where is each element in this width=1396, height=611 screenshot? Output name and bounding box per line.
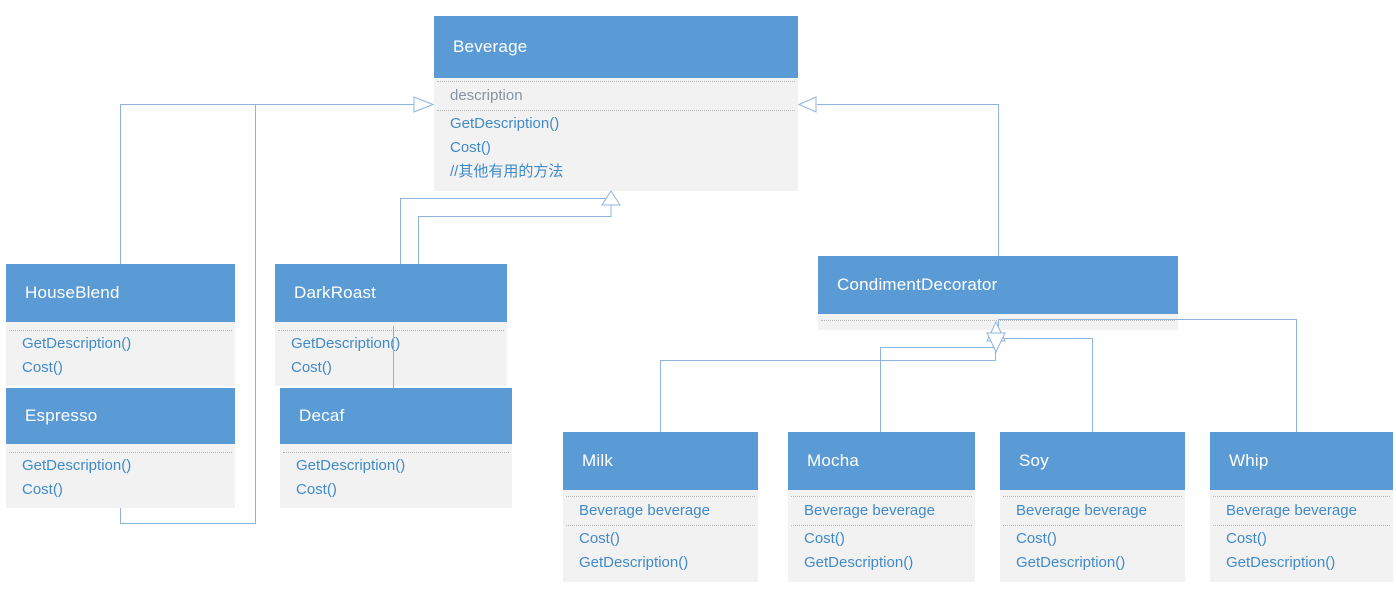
method-label: Cost() (291, 359, 332, 376)
class-body: GetDescription() Cost() (6, 444, 235, 508)
class-name-milk: Milk (563, 432, 758, 490)
class-box-espresso: Espresso GetDescription() Cost() (6, 388, 235, 508)
class-box-beverage: Beverage description GetDescription() Co… (434, 16, 798, 191)
class-name-soy: Soy (1000, 432, 1185, 490)
methods-section: Cost() GetDescription() (1213, 525, 1390, 576)
class-box-decaf: Decaf GetDescription() Cost() (280, 388, 512, 508)
class-box-soy: Soy Beverage beverage Cost() GetDescript… (1000, 432, 1185, 582)
method-label: GetDescription() (1226, 554, 1336, 571)
method-label: GetDescription() (450, 115, 560, 132)
methods-section: GetDescription() Cost() (278, 330, 504, 381)
class-body: Beverage beverage Cost() GetDescription(… (788, 490, 975, 582)
class-body: Beverage beverage Cost() GetDescription(… (1210, 490, 1393, 582)
method-label: Cost() (450, 139, 491, 156)
inheritance-arrowhead-beverage-bottom (601, 190, 621, 206)
method-label: GetDescription() (22, 457, 132, 474)
class-name-mocha: Mocha (788, 432, 975, 490)
class-body: GetDescription() Cost() (6, 322, 235, 386)
method-label: Cost() (1016, 530, 1057, 547)
attributes-section: Beverage beverage (1213, 496, 1390, 525)
class-body: Beverage beverage Cost() GetDescription(… (1000, 490, 1185, 582)
class-body: GetDescription() Cost() (275, 322, 507, 386)
class-body: description GetDescription() Cost() //其他… (434, 78, 798, 191)
class-box-darkroast: DarkRoast GetDescription() Cost() (275, 264, 507, 386)
connector-darkroast-beverage (400, 198, 612, 264)
inheritance-arrowhead-beverage-left (413, 96, 435, 113)
method-label: Cost() (22, 359, 63, 376)
attributes-section: Beverage beverage (566, 496, 755, 525)
method-label: GetDescription() (579, 554, 689, 571)
class-box-milk: Milk Beverage beverage Cost() GetDescrip… (563, 432, 758, 582)
class-body: Beverage beverage Cost() GetDescription(… (563, 490, 758, 582)
class-box-mocha: Mocha Beverage beverage Cost() GetDescri… (788, 432, 975, 582)
method-label: GetDescription() (296, 457, 406, 474)
class-box-whip: Whip Beverage beverage Cost() GetDescrip… (1210, 432, 1393, 582)
class-name-espresso: Espresso (6, 388, 235, 444)
attribute-label: Beverage beverage (1016, 502, 1147, 519)
methods-section: GetDescription() Cost() (283, 452, 509, 503)
class-name-condimentdecorator: CondimentDecorator (818, 256, 1178, 314)
method-label: Cost() (579, 530, 620, 547)
method-label: GetDescription() (291, 335, 401, 352)
class-name-decaf: Decaf (280, 388, 512, 444)
methods-section: GetDescription() Cost() (9, 452, 232, 503)
attributes-section: Beverage beverage (791, 496, 972, 525)
attributes-section: description (437, 81, 795, 110)
connector-whip-condimentdecorator (998, 319, 1297, 432)
attribute-label: Beverage beverage (1226, 502, 1357, 519)
methods-section: GetDescription() Cost() //其他有用的方法 (437, 110, 795, 185)
class-name-darkroast: DarkRoast (275, 264, 507, 322)
empty-section (821, 320, 1175, 328)
methods-section: Cost() GetDescription() (791, 525, 972, 576)
method-label: //其他有用的方法 (450, 163, 564, 180)
methods-section: Cost() GetDescription() (566, 525, 755, 576)
attribute-label: Beverage beverage (579, 502, 710, 519)
attribute-label: Beverage beverage (804, 502, 935, 519)
method-label: Cost() (804, 530, 845, 547)
class-name-houseblend: HouseBlend (6, 264, 235, 322)
connector-milk-condimentdecorator (660, 344, 996, 432)
method-label: GetDescription() (1016, 554, 1126, 571)
connector-soy-condimentdecorator (1000, 338, 1093, 432)
class-name-beverage: Beverage (434, 16, 798, 78)
connector-mocha-condimentdecorator (880, 347, 996, 432)
class-body: GetDescription() Cost() (280, 444, 512, 508)
inheritance-arrowhead-beverage-right (797, 96, 817, 113)
method-label: Cost() (296, 481, 337, 498)
method-label: GetDescription() (22, 335, 132, 352)
methods-section: GetDescription() Cost() (9, 330, 232, 381)
connector-houseblend-beverage (120, 104, 414, 264)
attributes-section: Beverage beverage (1003, 496, 1182, 525)
method-label: GetDescription() (804, 554, 914, 571)
attribute-label: description (450, 87, 523, 104)
class-name-whip: Whip (1210, 432, 1393, 490)
inheritance-arrowhead-condimentdecorator-down (986, 332, 1006, 354)
class-box-condimentdecorator: CondimentDecorator (818, 256, 1178, 330)
method-label: Cost() (1226, 530, 1267, 547)
connector-condimentdecorator-beverage (817, 104, 999, 256)
methods-section: Cost() GetDescription() (1003, 525, 1182, 576)
method-label: Cost() (22, 481, 63, 498)
class-body (818, 314, 1178, 330)
class-box-houseblend: HouseBlend GetDescription() Cost() (6, 264, 235, 386)
connector-decaf-beverage-upper (418, 205, 612, 264)
